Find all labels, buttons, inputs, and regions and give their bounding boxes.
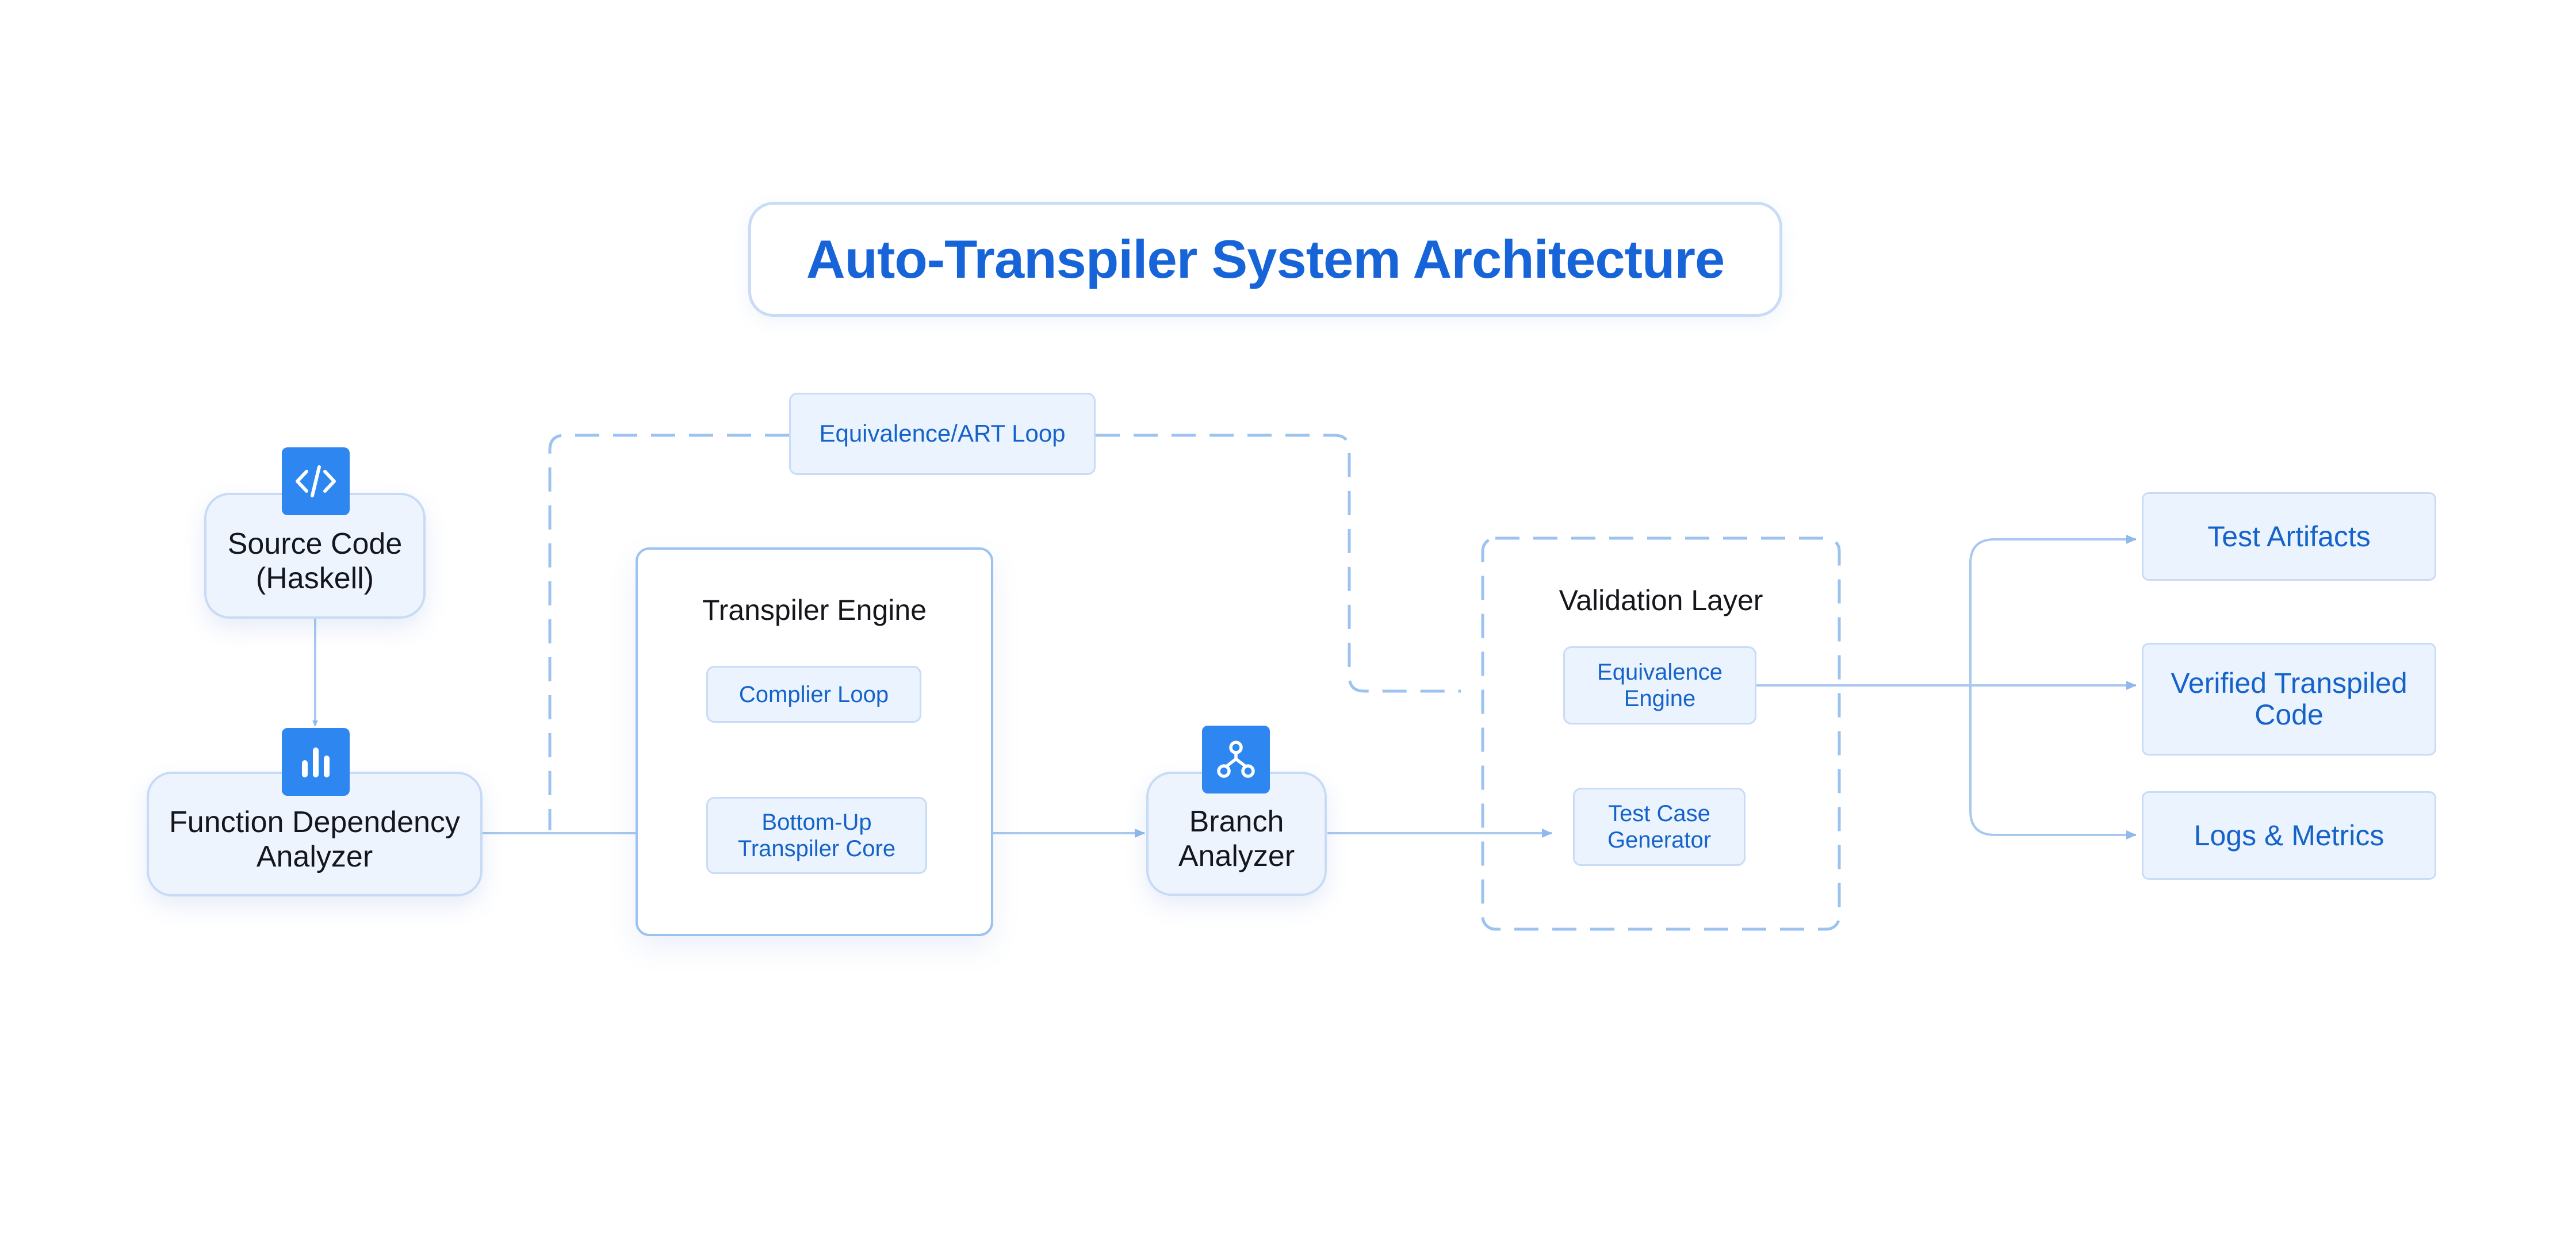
test-case-generator-box[interactable]: Test Case Generator (1573, 788, 1746, 866)
transpiler-engine-container: Transpiler Engine (636, 547, 993, 936)
arrow-to-test-artifacts (1969, 535, 2137, 685)
complier-loop-box[interactable]: Complier Loop (706, 666, 921, 723)
loop-dashed-line (548, 434, 789, 830)
transpiler-engine-title: Transpiler Engine (702, 594, 927, 626)
validation-layer-border (1481, 536, 1841, 931)
arrow-to-logs-metrics (1969, 685, 2137, 839)
transpiler-core-box[interactable]: Bottom-Up Transpiler Core (706, 797, 927, 874)
source-code-label: Source Code (Haskell) (227, 527, 403, 595)
equivalence-art-loop-label[interactable]: Equivalence/ART Loop (789, 393, 1096, 475)
function-dependency-analyzer-label: Function Dependency Analyzer (169, 805, 460, 873)
output-test-artifacts[interactable]: Test Artifacts (2142, 492, 2436, 581)
loop-dashed-line (1096, 434, 1461, 693)
output-logs-metrics[interactable]: Logs & Metrics (2142, 791, 2436, 880)
function-dependency-analyzer-node[interactable]: Function Dependency Analyzer (147, 772, 483, 896)
branch-analyzer-label: Branch Analyzer (1178, 805, 1295, 873)
validation-layer-title: Validation Layer (1559, 584, 1763, 616)
branch-icon (1202, 726, 1270, 793)
equivalence-engine-box[interactable]: Equivalence Engine (1563, 646, 1756, 724)
code-icon (282, 447, 350, 515)
bar-chart-icon (282, 728, 350, 796)
diagram-title: Auto-Transpiler System Architecture (748, 202, 1782, 317)
output-verified-transpiled-code[interactable]: Verified Transpiled Code (2142, 643, 2436, 756)
